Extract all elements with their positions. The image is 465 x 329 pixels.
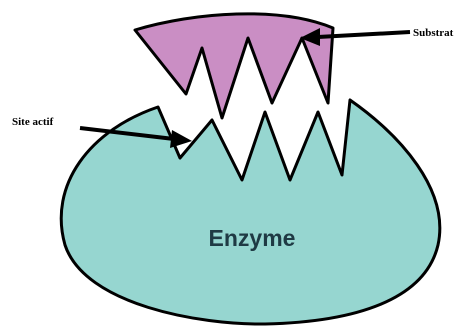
substrate-shape	[135, 14, 333, 118]
substrate-label: Substrat	[413, 27, 454, 39]
active-site-label: Site actif	[12, 116, 54, 128]
enzyme-label: Enzyme	[209, 225, 296, 251]
active-site-arrow-head	[170, 130, 192, 148]
